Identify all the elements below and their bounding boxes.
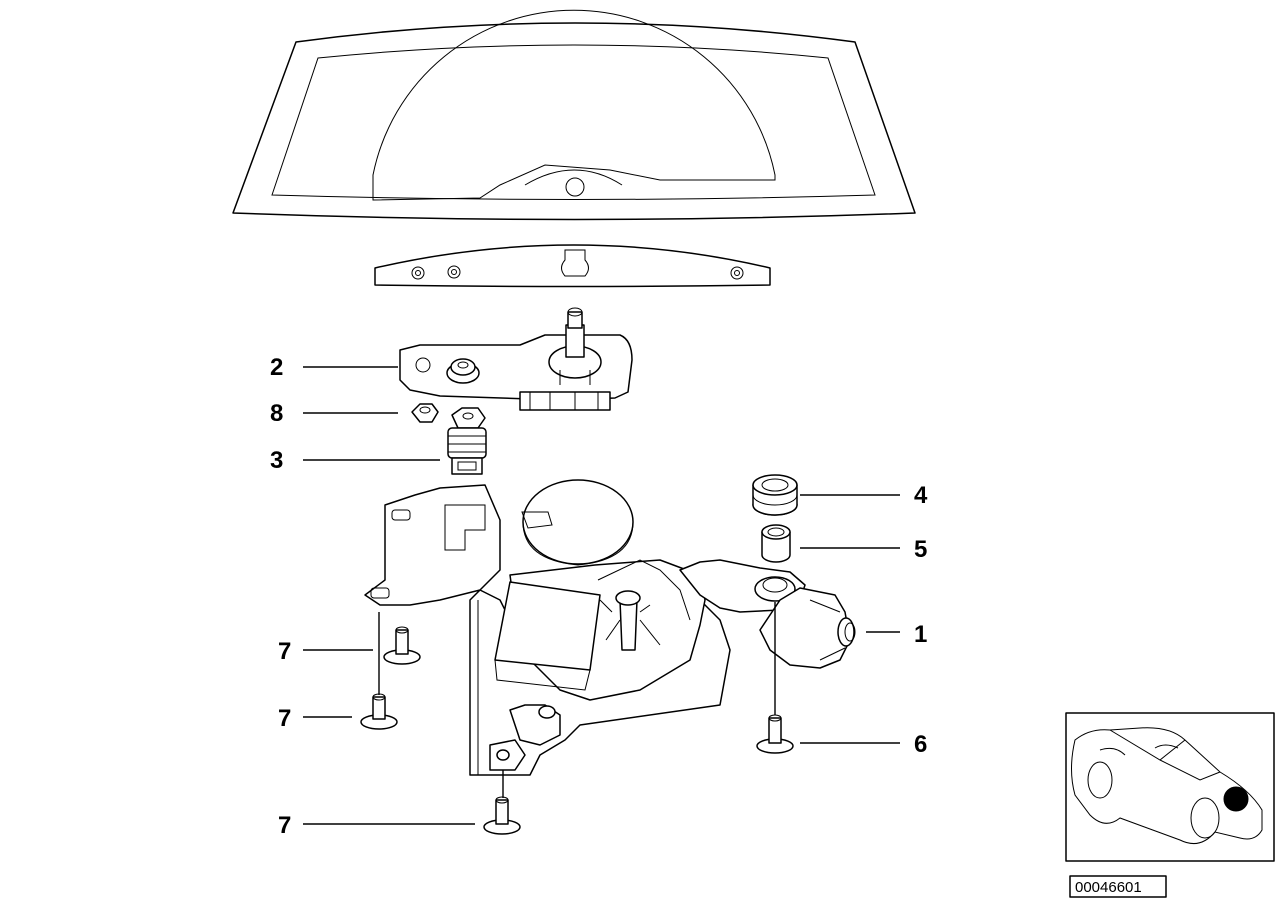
callout-2: 2 — [270, 354, 283, 381]
callout-6: 6 — [914, 731, 927, 758]
wiper-bearing — [399, 307, 633, 411]
callout-7-lower: 7 — [278, 812, 291, 839]
nut — [411, 403, 439, 423]
callout-5: 5 — [914, 536, 927, 563]
callout-1: 1 — [914, 621, 927, 648]
callout-3: 3 — [270, 447, 283, 474]
alignment-lines — [378, 602, 776, 798]
callouts: 2 8 3 4 5 1 6 7 7 7 — [270, 354, 928, 839]
rubber-mount — [752, 474, 798, 516]
callout-8: 8 — [270, 400, 283, 427]
callout-7-upper: 7 — [278, 638, 291, 665]
callout-7-middle: 7 — [278, 705, 291, 732]
screw-7-lower — [483, 796, 521, 835]
mounting-plate — [374, 244, 771, 288]
screw-6 — [756, 714, 794, 754]
locator-inset — [1065, 712, 1275, 862]
screw-7-middle — [360, 693, 398, 730]
bushing — [447, 407, 487, 475]
sleeve — [761, 524, 791, 563]
wiper-motor-assembly — [364, 479, 856, 776]
callout-4: 4 — [914, 482, 928, 509]
rear-window-glass — [232, 9, 916, 221]
screw-7-upper — [383, 626, 421, 665]
leader-lines — [303, 366, 900, 825]
diagram-number: 00046601 — [1075, 879, 1142, 896]
locator-marker — [1223, 786, 1249, 812]
diagram-reference: 00046601 — [1069, 875, 1167, 898]
